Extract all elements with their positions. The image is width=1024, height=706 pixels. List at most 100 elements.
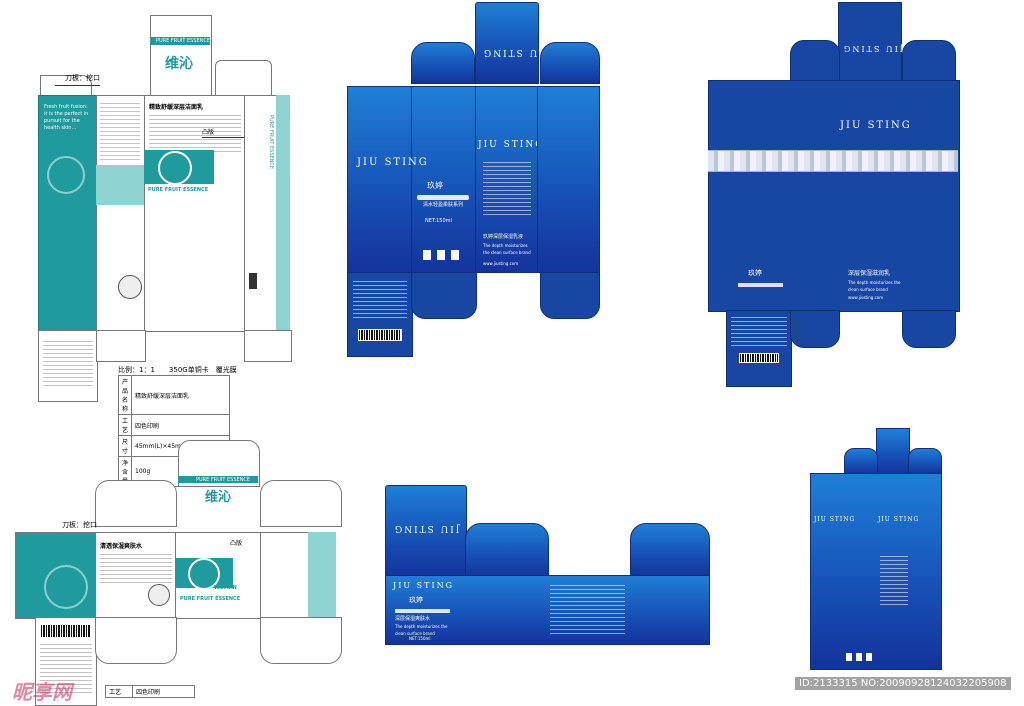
top-flap-left (95, 480, 177, 527)
back-logo: JIU STING (878, 516, 920, 523)
back-desc-cn: 玖婷深层保湿乳液 (483, 234, 524, 240)
tag: 深层保湿爽肤水 (395, 616, 431, 622)
main-logo: JIU STING (393, 581, 455, 590)
knife-line (55, 85, 100, 86)
front-logo: JIU STING (814, 516, 856, 523)
bottom-copy (43, 341, 93, 386)
front-brand-cn: 玖婷 (427, 181, 443, 190)
box-dieline-blue-4: JIU STING JIU STING (810, 428, 945, 670)
back-text (550, 585, 625, 635)
fruit-mark (44, 565, 88, 609)
knife-label: 刀板：挖口 (62, 521, 97, 529)
woman-label: WOMAN (214, 585, 237, 591)
emboss-label: 凸版 (230, 540, 243, 547)
brand-cn: 维沁 (205, 490, 232, 505)
side-strip (276, 95, 290, 330)
cert-icons (846, 653, 874, 661)
product-title-cn: 精致舒缓深层洁面乳 (149, 104, 204, 111)
product-en: PURE FRUIT ESSENCE (180, 596, 241, 602)
main-panels (810, 473, 942, 670)
panel-front: 清透保湿爽肤水 (95, 532, 177, 619)
bottom-flap-mid (96, 330, 146, 362)
box-dieline-blue-2: JIU STING JIU STING 玖婷 深层保湿滋润乳 The depth… (708, 2, 960, 387)
bottom-text (731, 317, 787, 347)
back-logo: JIU STING (478, 140, 545, 150)
side-copy: PURE FRUIT ESSENCE (268, 115, 274, 170)
top-logo: JIU STING (482, 47, 549, 57)
top-logo: JIU STING (842, 44, 904, 53)
web: www.jiusting.com (848, 295, 884, 300)
back-text (483, 162, 531, 217)
bottom-flap-left (726, 310, 792, 387)
box-dieline-white-1: PURE FRUIT ESSENCE 维沁 刀板：挖口 Fresh fruit … (30, 15, 315, 487)
cert-icons (423, 250, 463, 260)
brand-strip (178, 476, 258, 483)
front-tag-bar (417, 195, 469, 200)
desc-en: The depth moisturizes the clean surface … (848, 280, 901, 292)
woman-label: WOMAN (180, 180, 203, 186)
desc-en: The depth moisturizes the clean surface … (395, 624, 448, 636)
tag: 深层保湿滋润乳 (848, 270, 891, 277)
panel-front (411, 86, 477, 273)
recycle-badge (118, 275, 142, 299)
top-logo: JIU STING (393, 523, 460, 533)
product-title-cn: 清透保湿爽肤水 (100, 543, 143, 550)
bottom-flap-left (38, 330, 98, 402)
brand-sub: PURE FRUIT ESSENCE (196, 477, 251, 483)
tag-bar (738, 283, 783, 287)
top-flap-right (540, 42, 600, 84)
back-text (880, 556, 908, 606)
back-desc-en: The depth moisturizes the clean surface … (483, 243, 531, 255)
top-flap-left (411, 42, 475, 84)
knife-label: 刀板：挖口 (65, 74, 100, 82)
side-icons (249, 273, 257, 289)
brand-cn: 玖婷 (409, 596, 423, 604)
main-logo: JIU STING (840, 120, 912, 131)
front-net: NET:150ml (425, 218, 452, 224)
panel-left-teal: Fresh fruit fusion: it is the perfect in… (38, 95, 98, 332)
barcode (40, 624, 92, 638)
panel-side (537, 86, 600, 273)
bottom-flap-mid (790, 310, 840, 348)
left-copy: Fresh fruit fusion: it is the perfect in… (44, 104, 89, 131)
watermark-right: ID:2133315 NO:20090928124032205908 (795, 677, 1011, 690)
net: NET:150ml (409, 636, 431, 641)
brand-strip (150, 37, 210, 45)
logo-circle-main (188, 558, 220, 590)
bottom-flap-mid (411, 272, 477, 319)
bottom-flap-left (347, 272, 413, 357)
spec-table: 工艺四色印刷 (105, 685, 195, 698)
barcode (358, 329, 402, 341)
bottom-flap-right (260, 617, 342, 664)
panel-left-teal (15, 532, 97, 619)
box-dieline-blue-3: JIU STING JIU STING 玖婷 深层保湿爽肤水 The depth… (385, 485, 710, 645)
top-flap-right (902, 40, 956, 82)
bottom-flap-right (902, 310, 956, 348)
logo-circle-main (158, 151, 192, 185)
panel-main: 精致舒缓深层洁面乳 (144, 95, 246, 332)
tag-bar (395, 609, 450, 613)
panel-glue (347, 86, 413, 273)
bottom-flap-right (244, 330, 292, 362)
brand-cn: 玖婷 (748, 269, 762, 277)
brand-cn: 维沁 (165, 56, 193, 72)
top-flap (838, 2, 902, 82)
product-en: PURE FRUIT ESSENCE (148, 187, 209, 193)
ornament-band (708, 150, 958, 172)
emboss-label: 凸版 (202, 129, 215, 136)
front-text-block (100, 103, 140, 163)
fruit-mark (47, 156, 85, 194)
top-flap (475, 2, 539, 84)
bottom-text (40, 644, 92, 694)
top-flap-left (790, 40, 840, 82)
front-tag: 清水轻盈柔肤系列 (422, 202, 463, 208)
web: www.jiusting.com (483, 261, 519, 266)
bottom-flap-right (540, 272, 600, 319)
top-flap-right (215, 60, 272, 97)
emboss-leader (202, 137, 247, 138)
bottom-flap-left (35, 617, 97, 706)
side-strip (308, 532, 336, 617)
box-dieline-white-2: PURE FRUIT ESSENCE 维沁 刀板：挖口 清透保湿爽肤水 WOMA… (0, 440, 345, 706)
top-flap-left (844, 448, 878, 475)
top-flap (876, 428, 910, 475)
